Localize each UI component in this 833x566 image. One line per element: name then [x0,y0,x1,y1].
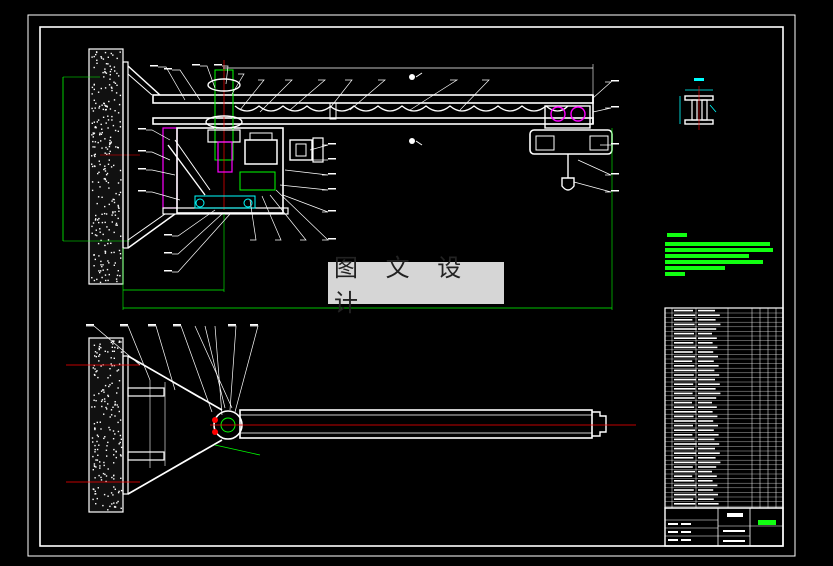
parts-list [664,307,784,509]
beam-section-detail [679,78,717,130]
leader-lines-top [158,65,612,113]
wall-hatch [91,51,122,284]
technical-notes [665,233,773,276]
watermark-text: 图 文 设 计 [334,254,472,317]
balloon-ticks [138,64,619,272]
wall-section-plan [88,337,124,513]
plan-view [66,324,636,513]
trolley [544,105,591,129]
sheet-inner-border [39,26,784,547]
front-view [62,48,619,310]
jib-beam-plan [239,409,593,439]
title-block [664,507,784,547]
watermark-banner: 图 文 设 计 [328,254,504,317]
leader-lines-right [249,144,612,241]
leader-lines-left [146,129,231,273]
sheet-outer-border [27,14,796,557]
jib-beam [152,94,594,104]
